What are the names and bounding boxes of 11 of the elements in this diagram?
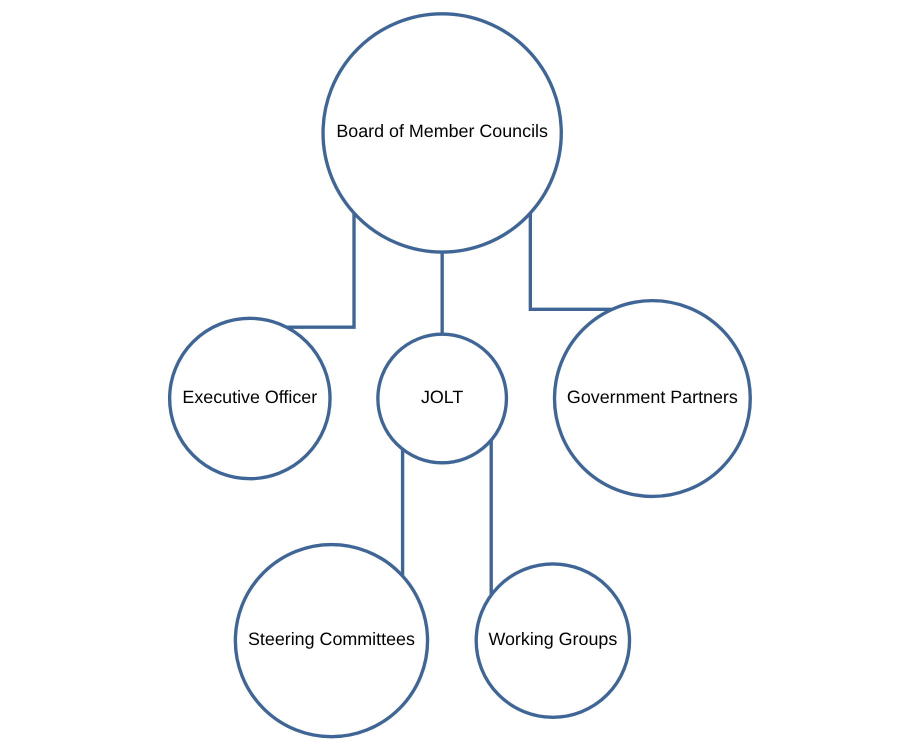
node-circle: Executive Officer	[167, 316, 332, 480]
node-circle: Working Groups	[474, 562, 631, 718]
connector	[400, 448, 404, 576]
node-circle: Board of Member Councils	[320, 12, 562, 254]
node-circle: JOLT	[376, 332, 508, 464]
node-circle: Government Partners	[552, 298, 752, 498]
node-circle: Steering Committees	[233, 542, 429, 738]
connector	[489, 440, 492, 594]
connector	[528, 213, 611, 310]
connector	[440, 252, 444, 334]
connector	[286, 213, 356, 328]
